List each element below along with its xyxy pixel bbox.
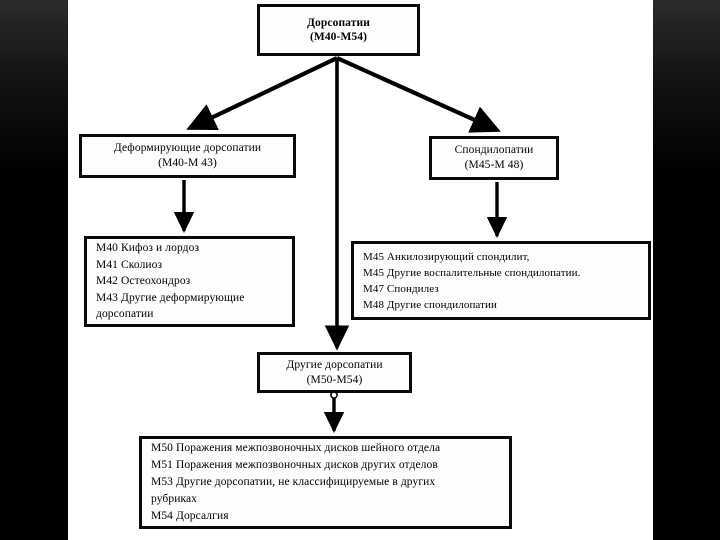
list-item: М43 Другие деформирующие (96, 291, 245, 304)
list-item: рубриках (151, 493, 198, 505)
slide-right-edge-band (653, 0, 720, 540)
node-deforming-code-list: М40 Кифоз и лордоз М41 Сколиоз М42 Остео… (84, 236, 295, 327)
other-title: Другие дорсопатии (286, 358, 383, 371)
list-item: дорсопатии (96, 308, 154, 321)
list-item: М54 Дорсалгия (151, 510, 229, 522)
deforming-title: Деформирующие дорсопатии (113, 142, 262, 154)
edge-root-to-spondylopathies (336, 56, 501, 133)
list-item: М40 Кифоз и лордоз (96, 242, 200, 255)
list-item: М41 Сколиоз (96, 258, 163, 271)
node-other-dorsopathies: Другие дорсопатии (М50-М54) (257, 352, 412, 393)
node-spondylopathies-code-list: М45 Анкилозирующий спондилит, М45 Другие… (351, 241, 651, 320)
list-item: М48 Другие спондилопатии (363, 298, 498, 311)
list-item: М42 Остеохондроз (96, 275, 191, 288)
node-deforming-dorsopathies: Деформирующие дорсопатии (М40-М 43) (79, 134, 296, 178)
spondylopathies-code-range: (М45-М 48) (464, 159, 524, 171)
edge-root-to-deforming (186, 56, 338, 131)
node-spondylopathies: Спондилопатии (М45-М 48) (429, 136, 559, 180)
slide-left-edge-band (0, 0, 68, 540)
other-code-range: (М50-М54) (306, 373, 363, 386)
node-dorsopathies-root: Дорсопатии (М40-М54) (257, 4, 420, 56)
list-item: М53 Другие дорсопатии, не классифицируем… (151, 476, 436, 488)
list-item: М50 Поражения межпозвоночных дисков шейн… (151, 442, 441, 454)
list-item: М45 Анкилозирующий спондилит, (363, 250, 530, 263)
spondylopathies-title: Спондилопатии (454, 144, 534, 156)
list-item: М45 Другие воспалительные спондилопатии. (363, 266, 581, 279)
list-item: М51 Поражения межпозвоночных дисков друг… (151, 459, 438, 471)
node-other-code-list: М50 Поражения межпозвоночных дисков шейн… (139, 436, 512, 529)
root-title: Дорсопатии (307, 17, 370, 29)
list-item: М47 Спондилез (363, 282, 439, 295)
deforming-code-range: (М40-М 43) (158, 157, 217, 169)
root-code-range: (М40-М54) (309, 31, 368, 43)
diagram-canvas: Дорсопатии (М40-М54) Деформирующие дорсо… (68, 0, 653, 540)
